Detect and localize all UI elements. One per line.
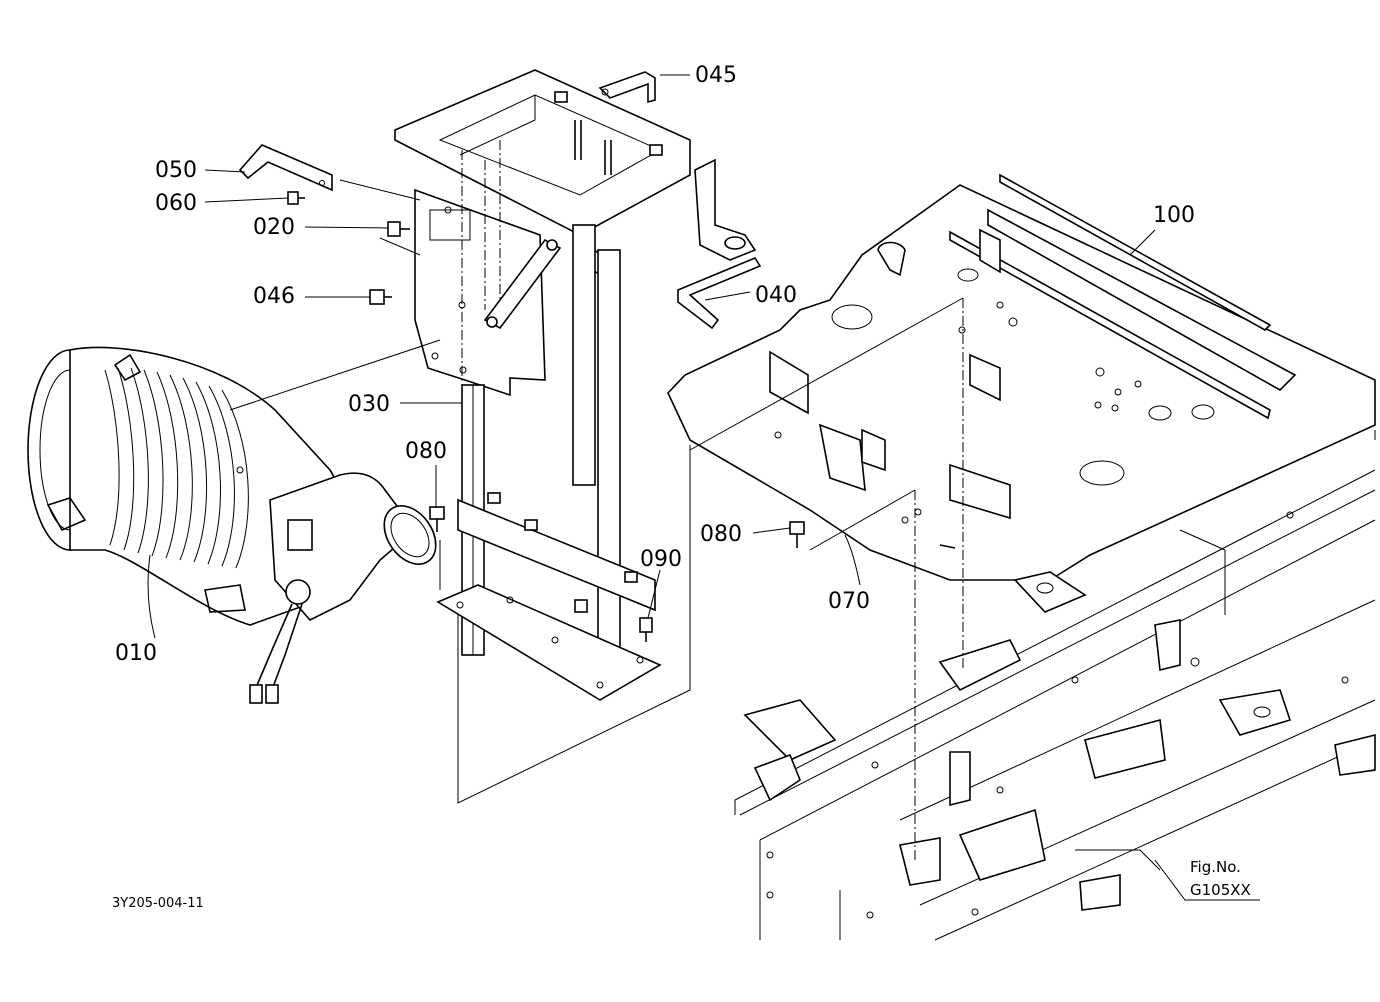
part-label-040: 040 [755, 283, 797, 308]
part-label-045: 045 [695, 63, 737, 88]
bracket-stand[interactable] [394, 69, 757, 701]
bolt-046[interactable] [369, 289, 392, 305]
bolt-080-left[interactable] [429, 506, 445, 532]
chassis-frame [734, 469, 1376, 941]
bolt-090[interactable] [639, 617, 653, 642]
rod-040[interactable] [677, 257, 762, 330]
part-label-100: 100 [1153, 203, 1195, 228]
part-label-030: 030 [348, 392, 390, 417]
part-label-090: 090 [640, 547, 682, 572]
part-label-046: 046 [253, 284, 295, 309]
part-label-060: 060 [155, 191, 197, 216]
diagram-code: 3Y205-004-11 [112, 896, 204, 911]
part-label-080-right: 080 [700, 522, 742, 547]
air-cleaner-assembly[interactable] [27, 346, 446, 704]
bolt-060[interactable] [287, 191, 305, 205]
part-label-070: 070 [828, 589, 870, 614]
part-label-020: 020 [253, 215, 295, 240]
rail-100[interactable] [949, 173, 1297, 420]
fig-ref-line2: G105XX [1190, 881, 1251, 899]
part-label-050: 050 [155, 158, 197, 183]
floor-plate-070[interactable] [667, 184, 1376, 581]
plate-050[interactable] [238, 144, 333, 192]
leader-lines [147, 74, 1260, 901]
bolt-080-right[interactable] [789, 521, 805, 548]
part-label-080-left: 080 [405, 439, 447, 464]
fig-ref-line1: Fig.No. [1190, 858, 1241, 876]
bracket-045[interactable] [598, 71, 656, 104]
part-label-010: 010 [115, 641, 157, 666]
bolt-020[interactable] [387, 221, 410, 237]
